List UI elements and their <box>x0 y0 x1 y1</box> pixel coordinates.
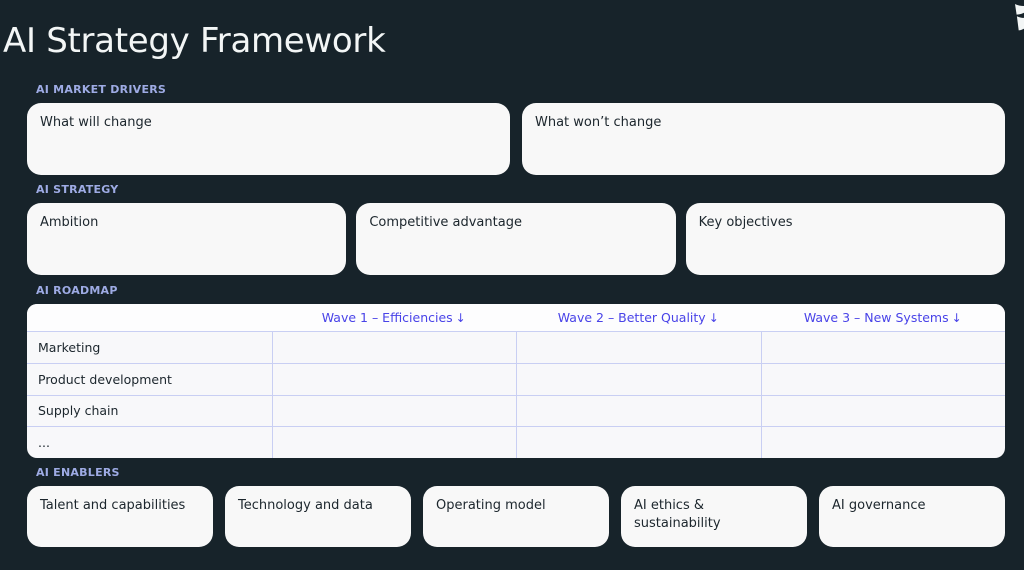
column-header-label: Wave 1 – Efficiencies <box>321 310 453 325</box>
section-strategy: AI STRATEGY Ambition Competitive advanta… <box>27 184 1005 275</box>
card-what-wont-change[interactable]: What won’t change <box>522 103 1005 175</box>
roadmap-cell[interactable] <box>516 363 761 395</box>
table-row-supply-chain: Supply chain <box>27 394 1006 427</box>
section-enablers: AI ENABLERS Talent and capabilities Tech… <box>27 467 1005 547</box>
roadmap-cell[interactable] <box>516 395 761 427</box>
table-row-ellipsis: ... <box>27 426 1005 458</box>
table-row-product-development: Product development <box>27 362 1006 395</box>
section-label-enablers: AI ENABLERS <box>36 466 120 479</box>
card-label: Competitive advantage <box>369 215 522 230</box>
row-label: Product development <box>38 371 172 387</box>
roadmap-cell[interactable] <box>760 332 1006 363</box>
card-ambition[interactable]: Ambition <box>27 203 347 275</box>
card-technology-and-data[interactable]: Technology and data <box>225 486 411 547</box>
card-label: Talent and capabilities <box>40 498 186 513</box>
roadmap-cell[interactable] <box>516 427 761 458</box>
card-key-objectives[interactable]: Key objectives <box>685 203 1005 275</box>
down-arrow-icon: ↓ <box>455 311 466 325</box>
card-operating-model[interactable]: Operating model <box>423 486 609 547</box>
row-label: Marketing <box>38 339 101 355</box>
row-label: Supply chain <box>38 403 119 419</box>
column-header-wave-2: Wave 2 – Better Quality↓ <box>516 310 761 325</box>
card-label: Key objectives <box>698 215 793 230</box>
roadmap-cell[interactable] <box>271 332 517 363</box>
section-label-strategy: AI STRATEGY <box>36 183 119 196</box>
roadmap-cell[interactable] <box>760 427 1006 458</box>
roadmap-header-row: Wave 1 – Efficiencies↓ Wave 2 – Better Q… <box>27 304 1005 332</box>
section-market-drivers: AI MARKET DRIVERS What will change What … <box>27 84 1005 175</box>
down-arrow-icon: ↓ <box>951 311 962 325</box>
roadmap-cell[interactable] <box>271 427 517 458</box>
roadmap-cell[interactable] <box>760 363 1006 395</box>
card-what-will-change[interactable]: What will change <box>27 103 510 175</box>
card-label: What will change <box>40 115 152 130</box>
card-label: Technology and data <box>238 498 373 513</box>
card-label: Ambition <box>40 215 99 230</box>
section-roadmap: AI ROADMAP Wave 1 – Efficiencies↓ Wave 2… <box>27 285 1005 458</box>
section-label-market-drivers: AI MARKET DRIVERS <box>36 83 167 96</box>
roadmap-cell[interactable] <box>271 363 517 395</box>
column-header-label: Wave 3 – New Systems <box>803 310 949 325</box>
section-label-roadmap: AI ROADMAP <box>36 284 118 297</box>
brand-logo-icon <box>1013 2 1024 32</box>
card-ai-ethics-sustainability[interactable]: AI ethics & sustainability <box>621 486 807 547</box>
enablers-row: Talent and capabilities Technology and d… <box>27 486 1005 547</box>
column-header-label: Wave 2 – Better Quality <box>557 310 706 325</box>
card-label: Operating model <box>436 498 546 513</box>
market-drivers-row: What will change What won’t change <box>27 103 1005 175</box>
table-row-marketing: Marketing <box>27 332 1005 363</box>
card-label: AI ethics & sustainability <box>634 498 721 531</box>
card-label: AI governance <box>832 498 926 513</box>
roadmap-cell[interactable] <box>760 395 1006 427</box>
column-header-wave-3: Wave 3 – New Systems↓ <box>761 310 1006 325</box>
strategy-row: Ambition Competitive advantage Key objec… <box>27 203 1005 275</box>
page-title: AI Strategy Framework <box>3 21 386 61</box>
column-header-wave-1: Wave 1 – Efficiencies↓ <box>272 310 517 325</box>
card-ai-governance[interactable]: AI governance <box>819 486 1005 547</box>
roadmap-cell[interactable] <box>516 332 761 363</box>
card-competitive-advantage[interactable]: Competitive advantage <box>356 203 676 275</box>
row-label: ... <box>38 435 50 451</box>
card-talent-and-capabilities[interactable]: Talent and capabilities <box>27 486 213 547</box>
header: AI Strategy Framework <box>0 0 1024 62</box>
card-label: What won’t change <box>535 115 662 130</box>
roadmap-table: Wave 1 – Efficiencies↓ Wave 2 – Better Q… <box>27 304 1005 458</box>
down-arrow-icon: ↓ <box>708 311 719 325</box>
roadmap-cell[interactable] <box>271 395 517 427</box>
